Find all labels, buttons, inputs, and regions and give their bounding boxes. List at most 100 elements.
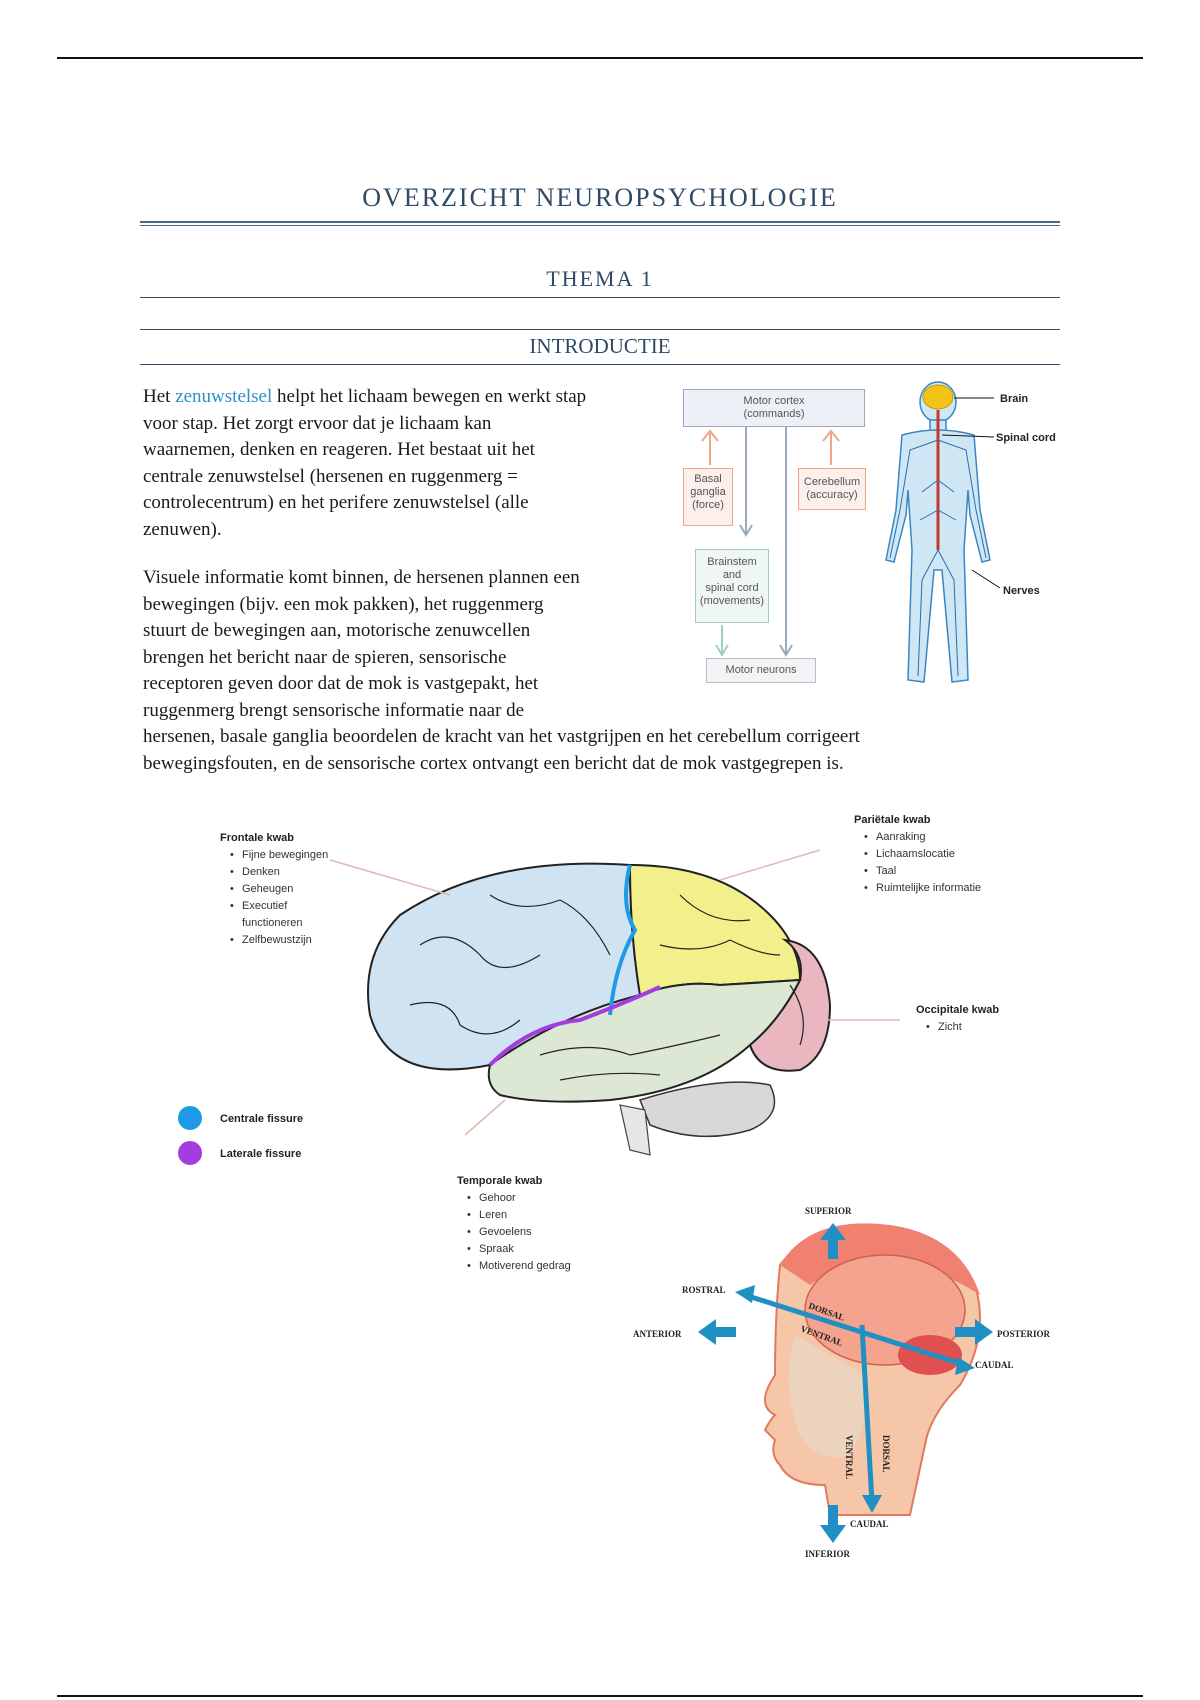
frontal-bullet: • bbox=[230, 849, 234, 861]
temporal-bullet: • bbox=[467, 1260, 471, 1272]
theme-rule bbox=[140, 297, 1060, 298]
temporal-bullet: • bbox=[467, 1209, 471, 1221]
caudal-down-arrowhead bbox=[862, 1495, 882, 1513]
anterior-arrow-shaft bbox=[712, 1327, 736, 1337]
parietal-pointer bbox=[719, 849, 821, 881]
page-bottom-rule bbox=[57, 1695, 1143, 1697]
parietal-item: Lichaamslocatie bbox=[876, 848, 955, 860]
temporal-bullet: • bbox=[467, 1192, 471, 1204]
temporal-bullet: • bbox=[467, 1243, 471, 1255]
superior-label: SUPERIOR bbox=[805, 1206, 852, 1216]
posterior-arrowhead bbox=[975, 1319, 993, 1345]
rostral-label: ROSTRAL bbox=[682, 1285, 726, 1295]
intro-line: waarnemen, denken en reageren. Het besta… bbox=[143, 439, 535, 460]
inferior-label: INFERIOR bbox=[805, 1549, 851, 1559]
movement-line: hersenen, basale ganglia beoordelen de k… bbox=[143, 726, 860, 747]
dorsal-ventral-arrow bbox=[859, 1324, 875, 1504]
cerebellum-shape bbox=[639, 1081, 776, 1138]
brain-label: Brain bbox=[1000, 393, 1028, 405]
central-fissure bbox=[608, 864, 638, 1016]
temporal-item: Leren bbox=[479, 1209, 507, 1221]
occipital-title: Occipitale kwab bbox=[916, 1004, 999, 1016]
posterior-arrow-shaft bbox=[955, 1327, 979, 1337]
rostral-caudal-arrow bbox=[744, 1292, 966, 1368]
parietal-bullet: • bbox=[864, 882, 868, 894]
temporal-lobe bbox=[487, 978, 802, 1103]
section-rule-bottom bbox=[140, 364, 1060, 365]
parietal-lobe bbox=[628, 863, 802, 997]
frontal-bullet: • bbox=[230, 934, 234, 946]
anterior-label: ANTERIOR bbox=[633, 1329, 682, 1339]
movement-paragraph: Visuele informatie komt binnen, de herse… bbox=[143, 565, 1083, 777]
parietal-title: Pariëtale kwab bbox=[854, 814, 931, 826]
caudal-bottom-label: CAUDAL bbox=[850, 1519, 889, 1529]
anatomical-directions-diagram: SUPERIOR ROSTRAL ANTERIOR POSTERIOR CAUD… bbox=[633, 1206, 1051, 1559]
theme-heading: THEMA 1 bbox=[546, 266, 654, 291]
ventral-side-label: VENTRAL bbox=[844, 1435, 854, 1479]
intro-line-1: Het zenuwstelsel helpt het lichaam beweg… bbox=[143, 386, 587, 407]
spinal-cord-pointer bbox=[941, 434, 995, 438]
parietal-bullet: • bbox=[864, 831, 868, 843]
frontal-bullet: • bbox=[230, 900, 234, 912]
parietal-item: Taal bbox=[876, 865, 896, 877]
cerebellum-box: Cerebellum (accuracy) bbox=[798, 468, 866, 510]
page-top-rule bbox=[57, 57, 1143, 59]
zenuwstelsel-link[interactable]: zenuwstelsel bbox=[175, 386, 273, 407]
document-title: OVERZICHT NEUROPSYCHOLOGIE bbox=[362, 183, 838, 212]
nerve-lines bbox=[889, 439, 987, 677]
movement-line: brengen het bericht naar de spieren, sen… bbox=[143, 646, 507, 668]
temporal-item: Gevoelens bbox=[479, 1226, 532, 1238]
frontal-bullet: • bbox=[230, 866, 234, 878]
brainstem-shape bbox=[619, 1104, 651, 1156]
lateral-fissure-legend-label: Laterale fissure bbox=[220, 1148, 301, 1160]
motor-cortex-box: Motor cortex (commands) bbox=[683, 389, 865, 427]
motor-neurons-box: Motor neurons bbox=[706, 658, 816, 683]
posterior-label: POSTERIOR bbox=[997, 1329, 1051, 1339]
motor-diagram-arrows bbox=[701, 425, 840, 657]
movement-line: receptoren geven door dat de mok is vast… bbox=[143, 673, 539, 694]
section-heading: INTRODUCTIE bbox=[529, 334, 671, 358]
intro-paragraph: Het zenuwstelsel helpt het lichaam beweg… bbox=[143, 384, 683, 543]
anterior-arrowhead bbox=[698, 1319, 716, 1345]
parietal-bullet: • bbox=[864, 865, 868, 877]
temporal-item: Spraak bbox=[479, 1243, 514, 1255]
temporal-item: Gehoor bbox=[479, 1192, 516, 1204]
frontal-item: Executief bbox=[242, 900, 288, 912]
central-fissure-legend-dot bbox=[178, 1106, 202, 1130]
caudal-arrowhead bbox=[955, 1357, 975, 1375]
brain-gyri bbox=[409, 894, 804, 1081]
parietal-item: Aanraking bbox=[876, 831, 926, 843]
parietal-item: Ruimtelijke informatie bbox=[876, 882, 981, 894]
nerves-label: Nerves bbox=[1003, 585, 1040, 597]
frontal-item: Zelfbewustzijn bbox=[242, 934, 312, 946]
frontal-item: Geheugen bbox=[242, 883, 293, 895]
superior-arrow-shaft bbox=[828, 1237, 838, 1259]
temporal-pointer bbox=[464, 1099, 506, 1136]
brainstem-box: Brainstem and spinal cord (movements) bbox=[695, 549, 769, 623]
frontal-title: Frontale kwab bbox=[220, 832, 294, 844]
brain-lobes-diagram: Frontale kwab •Fijne bewegingen •Denken … bbox=[178, 814, 999, 1272]
intro-line: voor stap. Het zorgt ervoor dat je licha… bbox=[143, 412, 492, 434]
frontal-pointer bbox=[329, 859, 451, 896]
inferior-arrowhead bbox=[820, 1525, 846, 1543]
central-fissure-legend-label: Centrale fissure bbox=[220, 1113, 303, 1125]
movement-line: Visuele informatie komt binnen, de herse… bbox=[143, 567, 580, 588]
section-rule-top bbox=[140, 329, 1060, 330]
temporal-bullet: • bbox=[467, 1226, 471, 1238]
lateral-fissure bbox=[488, 985, 661, 1067]
skull-face bbox=[788, 1335, 866, 1458]
superior-arrowhead bbox=[820, 1223, 846, 1240]
temporal-item: Motiverend gedrag bbox=[479, 1260, 571, 1272]
movement-line: bewegingsfouten, en de sensorische corte… bbox=[143, 752, 844, 774]
frontal-item: Fijne bewegingen bbox=[242, 849, 328, 861]
movement-line: stuurt de bewegingen aan, motorische zen… bbox=[143, 620, 531, 641]
occipital-bullet: • bbox=[926, 1021, 930, 1033]
lateral-fissure-legend-dot bbox=[178, 1141, 202, 1165]
caudal-right-label: CAUDAL bbox=[975, 1360, 1014, 1370]
frontal-item: functioneren bbox=[242, 917, 303, 929]
temporal-title: Temporale kwab bbox=[457, 1175, 543, 1187]
nerves-pointer bbox=[971, 569, 1001, 589]
frontal-bullet: • bbox=[230, 883, 234, 895]
intro-line: controlecentrum) en het perifere zenuwst… bbox=[143, 492, 529, 513]
nervous-system-figure: Brain Spinal cord Nerves bbox=[885, 381, 1056, 683]
